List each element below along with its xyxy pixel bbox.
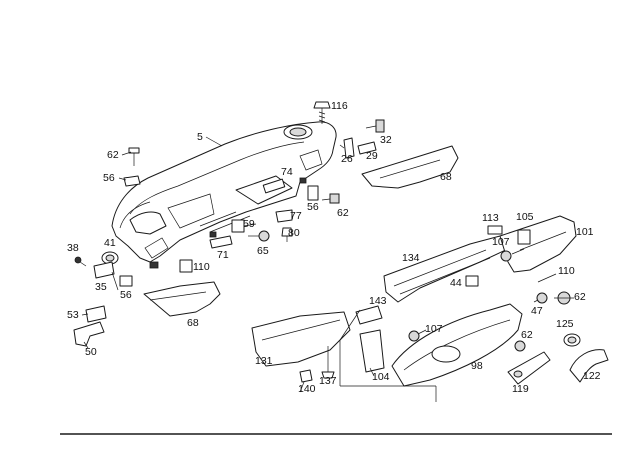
bracket-143: [355, 305, 383, 325]
bracket-35: [93, 261, 115, 279]
callout-107: 107: [492, 236, 510, 248]
callout-113: 113: [482, 212, 499, 224]
callout-105: 105: [516, 211, 534, 223]
callout-116: 116: [331, 100, 348, 112]
callout-labels: 5 116 32 62 26 29 56 74 68 56 62 59 77 8…: [67, 100, 601, 395]
callout-41: 41: [104, 237, 116, 249]
callout-137: 137: [319, 375, 337, 387]
panel-68-left: [143, 281, 221, 317]
screw-47: [533, 292, 548, 304]
leader-lines: [81, 136, 574, 402]
callout-74: 74: [281, 166, 293, 178]
clip-77: [275, 209, 293, 223]
callout-59: 59: [243, 218, 255, 230]
trim-101: [499, 215, 577, 273]
rivet-80: [281, 227, 293, 242]
clip-113: [487, 225, 503, 235]
callout-134: 134: [402, 252, 420, 264]
screw-137: [321, 346, 335, 379]
callout-71: 71: [217, 249, 229, 261]
callout-98: 98: [471, 360, 483, 372]
callout-101: 101: [576, 226, 594, 238]
callout-110: 110: [558, 265, 575, 277]
clip-56-low: [119, 275, 133, 287]
screw-116: [313, 101, 331, 124]
screw-65: [248, 230, 270, 242]
cover-131: [251, 311, 351, 367]
screw-62-mid: [321, 193, 340, 204]
ring-125: [563, 333, 581, 347]
callout-131: 131: [255, 355, 273, 367]
clip-44: [465, 275, 479, 287]
callout-65: 65: [257, 245, 269, 257]
callout-5: 5: [197, 131, 203, 143]
callout-62: 62: [574, 291, 586, 303]
callout-56: 56: [103, 172, 115, 184]
callout-26: 26: [341, 153, 353, 165]
screw-38: [74, 256, 87, 267]
callout-77: 77: [290, 210, 302, 222]
trim-122: [569, 349, 609, 383]
strip-110-right: [537, 273, 557, 283]
clip-53: [85, 305, 107, 323]
clip-71: [209, 235, 233, 249]
lower-trim-134: [383, 235, 511, 303]
screw-107-upper: [500, 250, 512, 262]
screw-62-top: [128, 147, 140, 166]
callout-119: 119: [512, 383, 529, 395]
callout-29: 29: [366, 150, 378, 162]
callout-62: 62: [107, 149, 119, 161]
callout-56: 56: [307, 201, 319, 213]
screw-62-low: [514, 340, 526, 352]
callout-62: 62: [337, 207, 349, 219]
callout-50: 50: [85, 346, 97, 358]
callout-38: 38: [67, 242, 79, 254]
bracket-50: [73, 321, 105, 347]
clip-140: [299, 369, 313, 383]
callout-53: 53: [67, 309, 79, 321]
callout-104: 104: [372, 371, 390, 383]
dashboard-carrier: [111, 121, 337, 269]
callout-107: 107: [425, 323, 443, 335]
insulation-68-upper: [361, 145, 459, 189]
glovebox-98: [391, 303, 523, 387]
callout-80: 80: [288, 227, 300, 239]
callout-35: 35: [95, 281, 107, 293]
callout-32: 32: [380, 134, 392, 146]
bracket-105: [517, 229, 531, 245]
clip-29: [357, 141, 377, 155]
bolt-32: [365, 119, 385, 133]
trim-119: [507, 351, 551, 385]
callout-122: 122: [583, 370, 601, 382]
callout-140: 140: [298, 383, 316, 395]
callout-68: 68: [187, 317, 199, 329]
screw-107-lower: [408, 330, 420, 342]
bracket-110-left: [179, 259, 193, 273]
callout-125: 125: [556, 318, 574, 330]
callout-110: 110: [193, 261, 210, 273]
clip-56-mid: [307, 185, 319, 201]
callout-143: 143: [369, 295, 387, 307]
callout-44: 44: [450, 277, 462, 289]
callout-68: 68: [440, 171, 452, 183]
callout-47: 47: [531, 305, 543, 317]
bracket-104: [359, 329, 385, 373]
callout-62: 62: [521, 329, 533, 341]
callout-56: 56: [120, 289, 132, 301]
clip-56-top: [123, 175, 141, 187]
bracket-26: [343, 137, 355, 159]
